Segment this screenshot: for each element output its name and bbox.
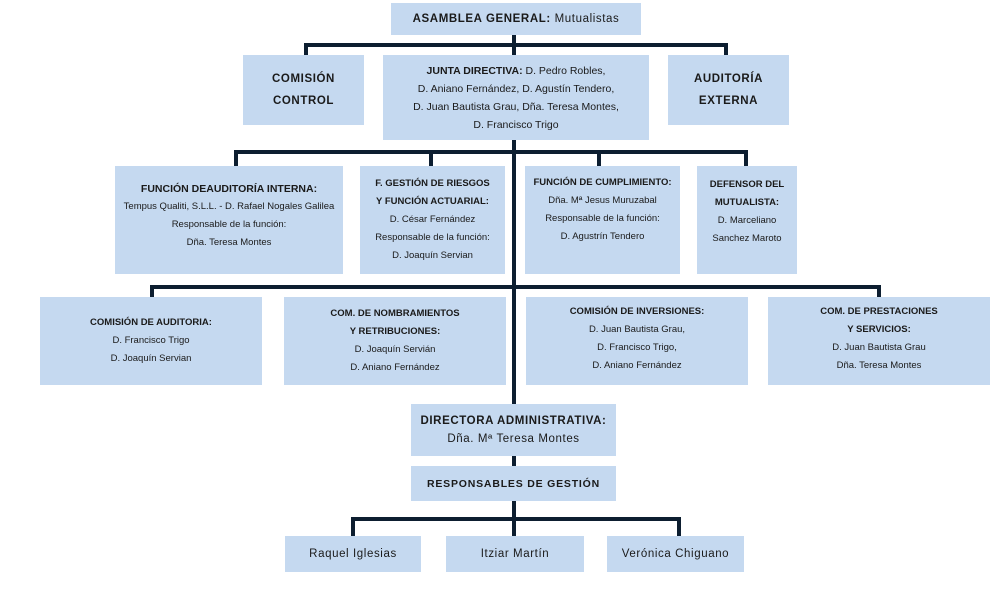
connector <box>351 517 355 536</box>
com-prestaciones-box: COM. DE PRESTACIONES Y SERVICIOS: D. Jua… <box>768 297 990 385</box>
com-prestaciones-title1: COM. DE PRESTACIONES <box>820 306 938 317</box>
defensor-title1: DEFENSOR DEL <box>709 179 785 190</box>
com-auditoria-line2: D. Joaquín Servian <box>110 353 192 364</box>
cumplimiento-line3: D. Agustrín Tendero <box>560 231 645 242</box>
comision-control-box: COMISIÓN CONTROL <box>243 55 364 125</box>
connector <box>512 140 516 404</box>
com-nombramientos-title1: COM. DE NOMBRAMIENTOS <box>330 308 460 319</box>
connector <box>677 517 681 536</box>
com-inversiones-line2: D. Francisco Trigo, <box>597 342 677 353</box>
staff-box-itziar: Itziar Martín <box>446 536 584 572</box>
funcion-auditoria-title: FUNCIÓN DEAUDITORÍA INTERNA: <box>140 183 318 195</box>
connector <box>304 43 728 47</box>
gestion-riesgos-box: F. GESTIÓN DE RIESGOS Y FUNCIÓN ACTUARIA… <box>360 166 505 274</box>
connector <box>512 35 516 45</box>
com-nombramientos-line2: D. Aniano Fernández <box>350 362 440 373</box>
junta-line2: D. Aniano Fernández, D. Agustín Tendero, <box>417 82 615 95</box>
responsables-title: RESPONSABLES DE GESTIÓN <box>426 477 600 490</box>
com-prestaciones-line1: D. Juan Bautista Grau <box>832 342 926 353</box>
com-nombramientos-title2: Y RETRIBUCIONES: <box>349 326 441 337</box>
com-nombramientos-line1: D. Joaquín Servián <box>354 344 436 355</box>
com-auditoria-title: COMISIÓN DE AUDITORIA: <box>90 317 212 328</box>
connector <box>351 517 681 521</box>
junta-label: JUNTA DIRECTIVA: <box>426 64 523 77</box>
staff-name: Raquel Iglesias <box>309 548 397 560</box>
connector <box>234 150 238 166</box>
defensor-line2: Sanchez Maroto <box>712 233 782 244</box>
cumplimiento-title: FUNCIÓN DE CUMPLIMIENTO: <box>533 177 672 188</box>
staff-box-veronica: Verónica Chiguano <box>607 536 744 572</box>
auditoria-externa-line1: AUDITORÍA <box>693 73 764 85</box>
connector <box>150 285 154 297</box>
funcion-auditoria-line1: Tempus Qualiti, S.L.L. - D. Rafael Nogal… <box>123 201 335 212</box>
junta-line1: D. Pedro Robles, <box>525 64 606 77</box>
comision-control-line1: COMISIÓN <box>272 73 335 85</box>
funcion-auditoria-interna-box: FUNCIÓN DEAUDITORÍA INTERNA: Tempus Qual… <box>115 166 343 274</box>
gestion-riesgos-title1: F. GESTIÓN DE RIESGOS <box>375 178 490 189</box>
staff-box-raquel: Raquel Iglesias <box>285 536 421 572</box>
funcion-auditoria-line3: Dña. Teresa Montes <box>186 237 272 248</box>
asamblea-label: ASAMBLEA GENERAL: <box>412 13 551 25</box>
gestion-riesgos-line3: D. Joaquín Servian <box>392 250 473 261</box>
com-inversiones-line1: D. Juan Bautista Grau, <box>588 324 686 335</box>
connector <box>597 150 601 166</box>
gestion-riesgos-line2: Responsable de la función: <box>375 232 490 243</box>
junta-directiva-box: JUNTA DIRECTIVA: D. Pedro Robles, D. Ani… <box>383 55 649 140</box>
directora-name: Dña. Mª Teresa Montes <box>447 433 580 445</box>
defensor-line1: D. Marceliano <box>717 215 777 226</box>
com-inversiones-title: COMISIÓN DE INVERSIONES: <box>569 306 705 317</box>
com-inversiones-line3: D. Aniano Fernández <box>592 360 682 371</box>
defensor-mutualista-box: DEFENSOR DEL MUTUALISTA: D. Marceliano S… <box>697 166 797 274</box>
asamblea-value: Mutualistas <box>554 13 620 25</box>
gestion-riesgos-line1: D. César Fernández <box>389 214 476 225</box>
cumplimiento-line1: Dña. Mª Jesus Muruzabal <box>548 195 657 206</box>
staff-name: Verónica Chiguano <box>621 548 730 560</box>
staff-name: Itziar Martín <box>480 548 550 560</box>
connector <box>512 43 516 55</box>
connector <box>512 501 516 519</box>
connector <box>304 43 308 55</box>
junta-line4: D. Francisco Trigo <box>473 118 559 131</box>
junta-line3: D. Juan Bautista Grau, Dña. Teresa Monte… <box>413 100 619 113</box>
connector <box>429 150 433 166</box>
asamblea-general-box: ASAMBLEA GENERAL: Mutualistas <box>391 3 641 35</box>
comision-control-line2: CONTROL <box>272 95 335 107</box>
connector <box>724 43 728 55</box>
connector <box>512 456 516 466</box>
connector <box>744 150 748 166</box>
responsables-gestion-box: RESPONSABLES DE GESTIÓN <box>411 466 616 501</box>
comision-auditoria-box: COMISIÓN DE AUDITORIA: D. Francisco Trig… <box>40 297 262 385</box>
funcion-cumplimiento-box: FUNCIÓN DE CUMPLIMIENTO: Dña. Mª Jesus M… <box>525 166 680 274</box>
directora-administrativa-box: DIRECTORA ADMINISTRATIVA: Dña. Mª Teresa… <box>411 404 616 456</box>
directora-title: DIRECTORA ADMINISTRATIVA: <box>420 415 607 427</box>
com-prestaciones-line2: Dña. Teresa Montes <box>836 360 922 371</box>
com-auditoria-line1: D. Francisco Trigo <box>112 335 190 346</box>
auditoria-externa-box: AUDITORÍA EXTERNA <box>668 55 789 125</box>
gestion-riesgos-title2: Y FUNCIÓN ACTUARIAL: <box>376 196 489 207</box>
connector <box>512 517 516 536</box>
com-nombramientos-box: COM. DE NOMBRAMIENTOS Y RETRIBUCIONES: D… <box>284 297 506 385</box>
connector <box>877 285 881 297</box>
funcion-auditoria-line2: Responsable de la función: <box>171 219 287 230</box>
defensor-title2: MUTUALISTA: <box>714 197 780 208</box>
auditoria-externa-line2: EXTERNA <box>698 95 759 107</box>
connector <box>150 285 881 289</box>
comision-inversiones-box: COMISIÓN DE INVERSIONES: D. Juan Bautist… <box>526 297 748 385</box>
com-prestaciones-title2: Y SERVICIOS: <box>847 324 911 335</box>
cumplimiento-line2: Responsable de la función: <box>545 213 660 224</box>
connector <box>234 150 748 154</box>
